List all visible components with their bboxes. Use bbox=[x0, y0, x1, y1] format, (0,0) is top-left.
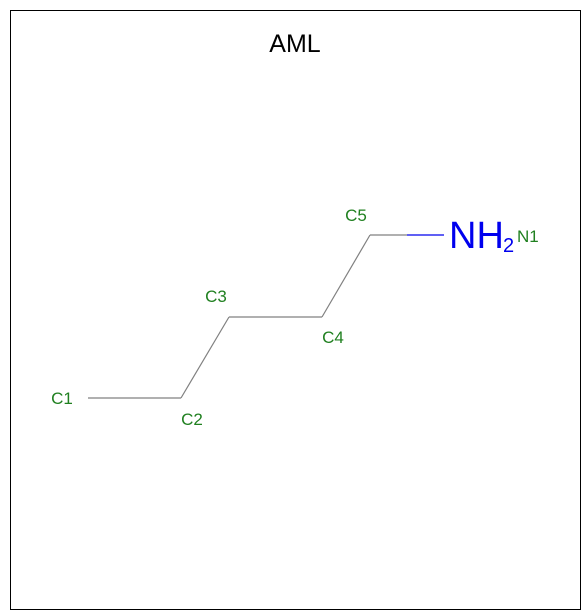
amine-group: NH 2 bbox=[449, 215, 514, 257]
atom-label-c1: C1 bbox=[51, 389, 73, 408]
amine-symbol: NH bbox=[449, 215, 504, 257]
atom-label-c3: C3 bbox=[205, 287, 227, 306]
bonds-group bbox=[88, 234, 444, 399]
bond-c4-c5 bbox=[321, 234, 371, 318]
atom-labels-group: C1 C2 C3 C4 C5 N1 bbox=[51, 206, 539, 429]
atom-label-c5: C5 bbox=[345, 206, 367, 225]
diagram-title: AML bbox=[269, 30, 321, 58]
bond-c2-c3 bbox=[180, 316, 230, 399]
molecule-diagram: AML C1 C2 C3 C4 C5 N1 NH 2 bbox=[51, 30, 539, 429]
amine-subscript: 2 bbox=[503, 235, 514, 257]
diagram-frame bbox=[10, 10, 581, 610]
atom-label-c4: C4 bbox=[322, 328, 344, 347]
atom-label-n1: N1 bbox=[517, 227, 539, 246]
atom-label-c2: C2 bbox=[181, 410, 203, 429]
